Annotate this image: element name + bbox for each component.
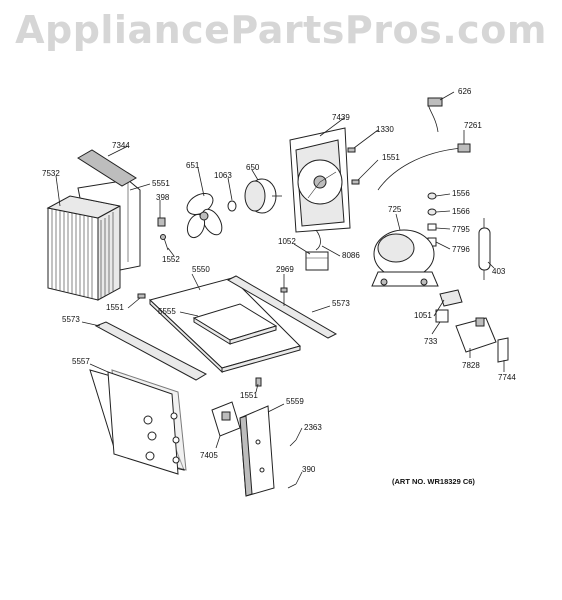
drain-pan[interactable] bbox=[192, 303, 278, 345]
label-7796: 7796 bbox=[452, 245, 470, 254]
label-1552: 1552 bbox=[162, 255, 180, 264]
label-1330: 1330 bbox=[376, 125, 394, 134]
fan-motor[interactable] bbox=[227, 178, 282, 214]
rail-left[interactable] bbox=[94, 321, 208, 381]
label-626: 626 bbox=[458, 87, 472, 96]
condenser-coil[interactable] bbox=[46, 179, 141, 301]
art-number: (ART NO. WR18329 C6) bbox=[392, 477, 475, 486]
filter-dryer[interactable] bbox=[478, 218, 491, 280]
label-1566: 1566 bbox=[452, 207, 470, 216]
small-screws[interactable] bbox=[137, 147, 360, 387]
label-651: 651 bbox=[186, 161, 200, 170]
label-1551-low: 1551 bbox=[240, 391, 258, 400]
label-1551-mid: 1551 bbox=[106, 303, 124, 312]
label-5573-right: 5573 bbox=[332, 299, 350, 308]
label-2969: 2969 bbox=[276, 265, 294, 274]
front-panel[interactable] bbox=[89, 369, 187, 475]
capacitor[interactable] bbox=[305, 251, 329, 271]
label-7261: 7261 bbox=[464, 121, 482, 130]
label-650: 650 bbox=[246, 163, 260, 172]
label-8086: 8086 bbox=[342, 251, 360, 260]
suction-tube-7261[interactable] bbox=[377, 143, 471, 191]
label-2363: 2363 bbox=[304, 423, 322, 432]
label-7344: 7344 bbox=[112, 141, 130, 150]
cover-7744[interactable] bbox=[497, 337, 509, 363]
label-5551: 5551 bbox=[152, 179, 170, 188]
label-1052: 1052 bbox=[278, 237, 296, 246]
control-box[interactable] bbox=[211, 401, 241, 437]
label-733: 733 bbox=[424, 337, 438, 346]
label-1051: 1051 bbox=[414, 311, 432, 320]
label-390: 390 bbox=[302, 465, 316, 474]
label-7405: 7405 bbox=[200, 451, 218, 460]
label-5555: 5555 bbox=[158, 307, 176, 316]
screw-390[interactable] bbox=[287, 483, 297, 489]
side-panel[interactable] bbox=[239, 405, 275, 497]
label-7744: 7744 bbox=[498, 373, 516, 382]
fan-shroud-bracket[interactable] bbox=[289, 127, 351, 233]
grommets[interactable] bbox=[427, 192, 437, 247]
label-5550: 5550 bbox=[192, 265, 210, 274]
rail-right[interactable] bbox=[226, 275, 338, 339]
label-403: 403 bbox=[492, 267, 506, 276]
label-398: 398 bbox=[156, 193, 170, 202]
overload-733[interactable] bbox=[435, 309, 449, 323]
callout-labels: 626 7439 1330 7261 7344 651 650 1551 753… bbox=[42, 87, 516, 486]
start-relay-7828[interactable] bbox=[455, 317, 497, 353]
bolt-398[interactable] bbox=[157, 217, 166, 227]
label-725: 725 bbox=[388, 205, 402, 214]
label-7795: 7795 bbox=[452, 225, 470, 234]
fan-blade[interactable] bbox=[183, 189, 226, 240]
label-5573-left: 5573 bbox=[62, 315, 80, 324]
insulation-strip[interactable] bbox=[77, 149, 137, 187]
leader-lines bbox=[55, 91, 505, 485]
label-1556: 1556 bbox=[452, 189, 470, 198]
capillary-tube-626[interactable] bbox=[427, 97, 443, 133]
label-7532: 7532 bbox=[42, 169, 60, 178]
label-7439: 7439 bbox=[332, 113, 350, 122]
label-7828: 7828 bbox=[462, 361, 480, 370]
compressor[interactable] bbox=[371, 229, 439, 287]
label-5559: 5559 bbox=[286, 397, 304, 406]
watermark-text: AppliancePartsPros.com bbox=[15, 8, 547, 52]
screw-1552[interactable] bbox=[160, 234, 169, 251]
label-1063: 1063 bbox=[214, 171, 232, 180]
bracket-clip[interactable] bbox=[315, 229, 321, 251]
relay-1051[interactable] bbox=[439, 289, 463, 307]
label-1551-top: 1551 bbox=[382, 153, 400, 162]
label-5557: 5557 bbox=[72, 357, 90, 366]
screw-2363[interactable] bbox=[289, 439, 297, 447]
